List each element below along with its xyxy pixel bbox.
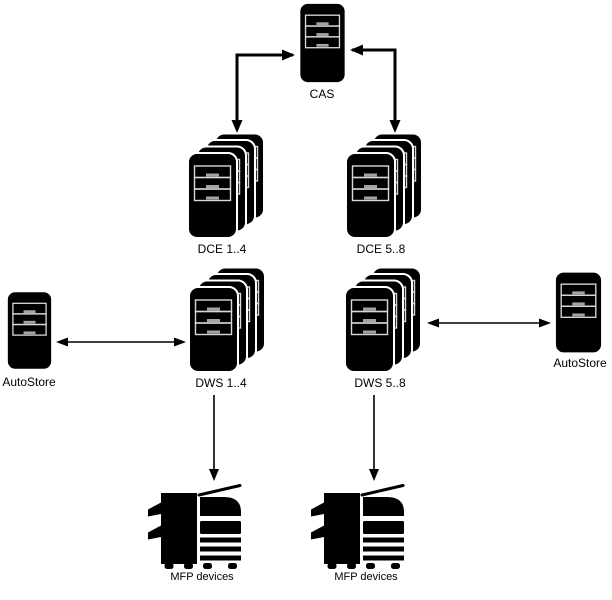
autostore-left-server-icon [6,290,53,371]
dws-5-8-label: DWS 5..8 [354,376,406,390]
dws-1-4-label: DWS 1..4 [195,376,247,390]
autostore-left-label: AutoStore [2,375,56,389]
connector-autostore-dws-1-4 [56,337,186,347]
dce-1-4-label: DCE 1..4 [197,242,247,256]
connector-dws-5-8-mfp [369,395,379,481]
mfp-right-label: MFP devices [334,571,398,583]
connector-dws-5-8-autostore [427,318,551,328]
connector-cas-dce-1-4 [231,49,295,133]
dws-5-8-server-stack-icon [344,266,422,373]
autostore-right-label: AutoStore [553,356,607,370]
dce-5-8-server-stack-icon [345,132,423,239]
connector-dws-1-4-mfp [209,395,219,481]
mfp-left-label: MFP devices [170,571,234,583]
cas-label: CAS [309,87,335,101]
mfp-right-printer-icon [311,484,406,570]
dce-1-4-server-stack-icon [187,132,265,239]
cas-server-icon [298,2,347,84]
dws-1-4-server-stack-icon [188,266,266,373]
mfp-left-printer-icon [148,484,243,570]
autostore-right-server-icon [554,270,603,355]
dce-5-8-label: DCE 5..8 [356,242,406,256]
connector-cas-dce-5-8 [350,44,401,133]
